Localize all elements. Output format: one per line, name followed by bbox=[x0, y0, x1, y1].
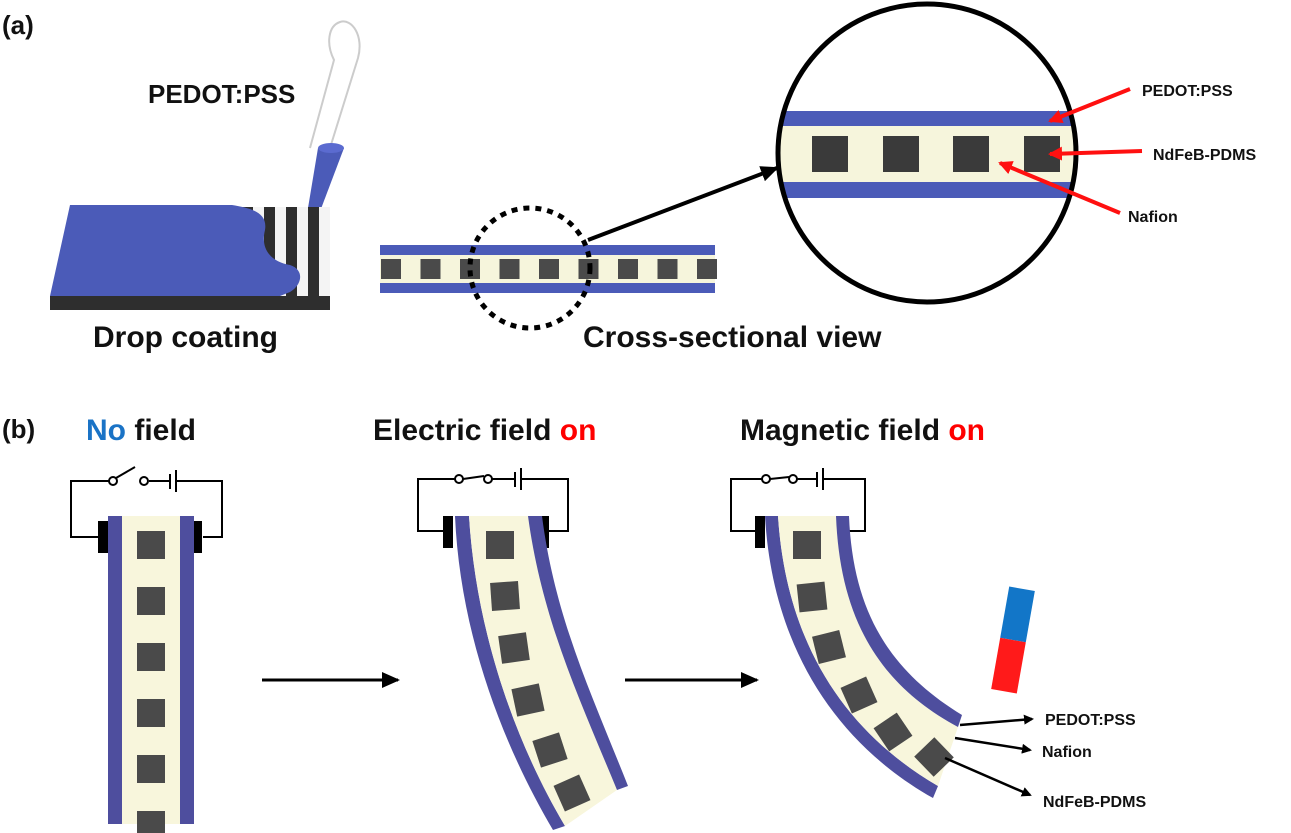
state-prefix: No bbox=[86, 414, 126, 447]
zoom-label-pedot: PEDOT:PSS bbox=[1142, 83, 1233, 100]
state-suffix: on bbox=[948, 414, 985, 447]
ndfeb-cube bbox=[420, 259, 441, 279]
pedot-pointer-b bbox=[959, 714, 1034, 727]
magnified-view bbox=[778, 111, 1076, 198]
state-prefix: Electric field bbox=[373, 414, 560, 447]
pedot-coating bbox=[50, 205, 301, 296]
ndfeb-cube bbox=[499, 259, 520, 279]
ndfeb-cube bbox=[553, 774, 591, 812]
actuator-no-field bbox=[70, 466, 223, 833]
ndfeb-cube bbox=[914, 737, 954, 777]
pedot-pointer bbox=[1048, 87, 1131, 124]
bar-magnet-icon bbox=[991, 586, 1035, 694]
ndfeb-cube bbox=[137, 587, 165, 615]
ndfeb-cube bbox=[381, 259, 401, 279]
switch-closed-icon bbox=[761, 474, 771, 484]
ndfeb-cube bbox=[498, 632, 530, 664]
actuator-magnetic-field bbox=[730, 468, 962, 798]
ndfeb-cube bbox=[539, 259, 559, 279]
state-title-magnetic: Magnetic field on bbox=[740, 414, 985, 447]
state-suffix: on bbox=[560, 414, 597, 447]
ndfeb-cube bbox=[511, 683, 545, 717]
layer-label-nafion: Nafion bbox=[1042, 744, 1092, 761]
ndfeb-pointer bbox=[1048, 146, 1143, 161]
ndfeb-cube bbox=[137, 699, 165, 727]
ndfeb-cube bbox=[618, 259, 638, 279]
ndfeb-pointer-b bbox=[944, 756, 1032, 797]
ndfeb-cube bbox=[137, 755, 165, 783]
state-title-electric: Electric field on bbox=[373, 414, 596, 447]
cross-section-caption: Cross-sectional view bbox=[583, 321, 882, 354]
ndfeb-cube bbox=[657, 259, 678, 279]
layer-label-ndfeb: NdFeB-PDMS bbox=[1043, 794, 1146, 811]
ndfeb-cube bbox=[812, 630, 846, 664]
zoom-arrow bbox=[587, 166, 779, 242]
switch-open-icon bbox=[108, 476, 118, 486]
ndfeb-cube bbox=[137, 643, 165, 671]
ndfeb-cube bbox=[137, 531, 165, 559]
magnet-north bbox=[1000, 586, 1035, 643]
panel-b-label: (b) bbox=[2, 414, 35, 444]
ndfeb-cube bbox=[137, 811, 165, 833]
ndfeb-cube bbox=[840, 676, 878, 714]
ndfeb-cube bbox=[532, 732, 568, 768]
panel-a-label: (a) bbox=[2, 10, 34, 40]
zoom-region-circle bbox=[467, 205, 593, 331]
ndfeb-cube bbox=[796, 581, 828, 613]
ndfeb-cube bbox=[793, 531, 821, 559]
ndfeb-cube bbox=[490, 581, 520, 611]
ndfeb-cube bbox=[486, 531, 514, 559]
zoom-label-nafion: Nafion bbox=[1128, 209, 1178, 226]
cross-section-strip bbox=[380, 245, 717, 293]
actuator-electric-field bbox=[417, 468, 628, 830]
ndfeb-cube bbox=[460, 259, 480, 279]
pipette-label: PEDOT:PSS bbox=[148, 79, 295, 109]
ndfeb-cube bbox=[697, 259, 717, 279]
state-title-no-field: No field bbox=[86, 414, 196, 447]
nafion-pointer-b bbox=[954, 736, 1032, 754]
zoom-label-ndfeb: NdFeB-PDMS bbox=[1153, 147, 1256, 164]
drop-coating-caption: Drop coating bbox=[93, 321, 278, 354]
state-prefix: Magnetic field bbox=[740, 414, 948, 447]
ndfeb-cube bbox=[873, 712, 913, 752]
layer-label-pedot: PEDOT:PSS bbox=[1045, 712, 1136, 729]
nafion-pointer bbox=[998, 161, 1121, 215]
state-suffix: field bbox=[126, 414, 196, 447]
switch-closed-icon bbox=[454, 474, 464, 484]
magnet-south bbox=[991, 637, 1026, 694]
